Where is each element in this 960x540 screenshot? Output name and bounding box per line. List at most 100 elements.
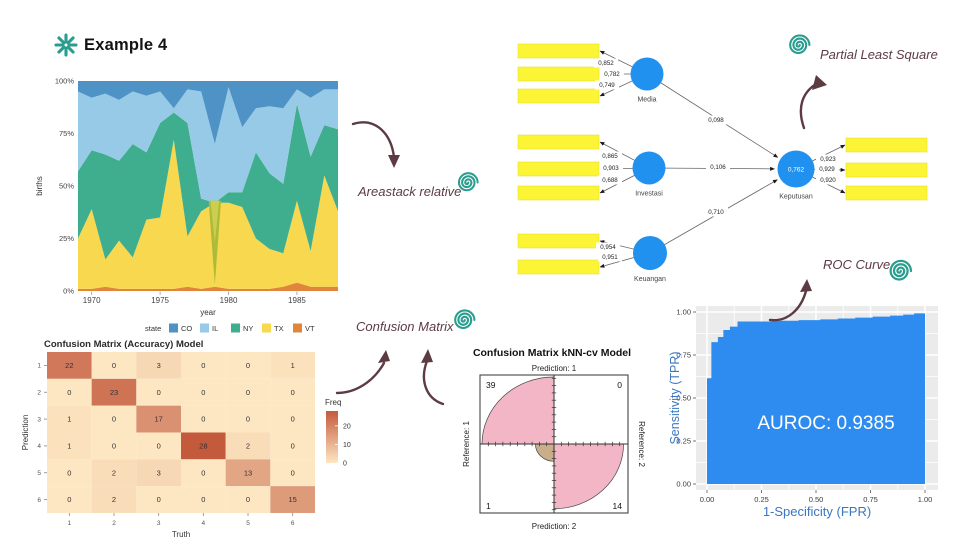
svg-text:1980: 1980 <box>220 296 238 305</box>
roc-spiral-icon <box>889 259 913 281</box>
svg-text:0,954: 0,954 <box>600 244 616 251</box>
svg-text:0,951: 0,951 <box>602 254 618 261</box>
svg-text:28: 28 <box>199 442 207 451</box>
areastack-spiral-icon <box>457 172 479 192</box>
svg-text:1.00: 1.00 <box>918 495 933 504</box>
svg-text:0.00: 0.00 <box>676 480 691 489</box>
svg-text:0: 0 <box>112 361 116 370</box>
svg-text:6: 6 <box>37 497 41 504</box>
svg-text:2: 2 <box>246 442 250 451</box>
svg-text:1: 1 <box>37 363 41 370</box>
svg-text:AUROC: 0.9385: AUROC: 0.9385 <box>757 413 894 434</box>
svg-text:1985: 1985 <box>288 296 306 305</box>
svg-text:CO: CO <box>181 324 192 333</box>
svg-text:0,098: 0,098 <box>708 117 724 124</box>
svg-text:Prediction: 1: Prediction: 1 <box>532 364 577 373</box>
knn-fourfold-plot: Confusion Matrix kNN-cv ModelPrediction:… <box>462 347 646 531</box>
pls-label: Partial Least Square <box>820 47 938 62</box>
svg-text:0: 0 <box>67 495 71 504</box>
svg-text:Freq: Freq <box>325 398 341 407</box>
svg-text:0: 0 <box>617 380 622 390</box>
svg-text:0.50: 0.50 <box>676 394 691 403</box>
svg-text:0,920: 0,920 <box>820 177 836 184</box>
svg-text:0: 0 <box>157 495 161 504</box>
svg-text:20: 20 <box>343 423 351 430</box>
svg-text:Prediction: 2: Prediction: 2 <box>532 522 577 531</box>
svg-text:100%: 100% <box>55 77 75 86</box>
svg-text:1.00: 1.00 <box>676 308 691 317</box>
asterisk-icon <box>54 33 78 57</box>
svg-text:Investasi: Investasi <box>635 191 663 198</box>
svg-text:TX: TX <box>274 324 284 333</box>
svg-text:0,852: 0,852 <box>598 60 614 67</box>
areastack-label: Areastack relative <box>358 184 462 199</box>
svg-text:22: 22 <box>65 361 73 370</box>
confusion-spiral-icon <box>454 309 476 329</box>
svg-text:state: state <box>145 324 161 333</box>
svg-text:0.25: 0.25 <box>754 495 769 504</box>
svg-text:1: 1 <box>486 501 491 511</box>
svg-text:0: 0 <box>291 442 295 451</box>
svg-text:10: 10 <box>343 442 351 449</box>
svg-text:0: 0 <box>246 388 250 397</box>
svg-text:0: 0 <box>246 415 250 424</box>
svg-text:0: 0 <box>67 388 71 397</box>
svg-text:3: 3 <box>157 468 161 477</box>
svg-text:Confusion Matrix kNN-cv Model: Confusion Matrix kNN-cv Model <box>473 347 631 359</box>
svg-text:0,782: 0,782 <box>604 71 620 78</box>
svg-text:Sensitivity (TPR): Sensitivity (TPR) <box>668 351 682 444</box>
svg-text:IL: IL <box>212 324 218 333</box>
svg-text:25%: 25% <box>59 234 74 243</box>
page-title: Example 4 <box>84 36 168 54</box>
svg-text:0.50: 0.50 <box>809 495 824 504</box>
svg-text:1: 1 <box>68 520 72 527</box>
svg-text:2: 2 <box>112 495 116 504</box>
svg-text:0%: 0% <box>63 287 74 296</box>
svg-text:0: 0 <box>112 415 116 424</box>
svg-text:3: 3 <box>157 520 161 527</box>
svg-text:5: 5 <box>246 520 250 527</box>
svg-text:17: 17 <box>155 415 163 424</box>
svg-text:0,903: 0,903 <box>603 165 619 172</box>
svg-text:NY: NY <box>243 324 253 333</box>
svg-text:4: 4 <box>37 443 41 450</box>
svg-text:0,710: 0,710 <box>708 209 724 216</box>
svg-text:0: 0 <box>291 468 295 477</box>
svg-text:Keputusan: Keputusan <box>779 194 813 201</box>
svg-text:0: 0 <box>201 361 205 370</box>
svg-text:0: 0 <box>157 388 161 397</box>
svg-text:births: births <box>35 176 44 196</box>
svg-text:75%: 75% <box>59 129 74 138</box>
roc-label: ROC Curve <box>823 257 891 272</box>
svg-text:0: 0 <box>67 468 71 477</box>
svg-text:4: 4 <box>202 520 206 527</box>
svg-text:0: 0 <box>201 388 205 397</box>
svg-text:0: 0 <box>201 495 205 504</box>
svg-text:0: 0 <box>157 442 161 451</box>
svg-text:0.75: 0.75 <box>863 495 878 504</box>
confusion-label: Confusion Matrix <box>356 319 454 334</box>
svg-text:13: 13 <box>244 468 252 477</box>
svg-text:39: 39 <box>486 380 496 390</box>
svg-text:0: 0 <box>291 388 295 397</box>
svg-text:Truth: Truth <box>172 530 190 539</box>
svg-text:2: 2 <box>37 390 41 397</box>
svg-text:0.75: 0.75 <box>676 351 691 360</box>
svg-text:0,106: 0,106 <box>710 164 726 171</box>
svg-text:2: 2 <box>112 468 116 477</box>
svg-text:1975: 1975 <box>151 296 169 305</box>
svg-text:15: 15 <box>289 495 297 504</box>
svg-text:0,929: 0,929 <box>819 166 835 173</box>
svg-text:Media: Media <box>637 97 656 104</box>
svg-text:VT: VT <box>305 324 315 333</box>
svg-text:0: 0 <box>112 442 116 451</box>
svg-text:Keuangan: Keuangan <box>634 276 666 283</box>
svg-text:3: 3 <box>37 416 41 423</box>
svg-text:6: 6 <box>291 520 295 527</box>
svg-text:1970: 1970 <box>83 296 101 305</box>
svg-text:50%: 50% <box>59 182 74 191</box>
svg-text:0,749: 0,749 <box>599 82 615 89</box>
